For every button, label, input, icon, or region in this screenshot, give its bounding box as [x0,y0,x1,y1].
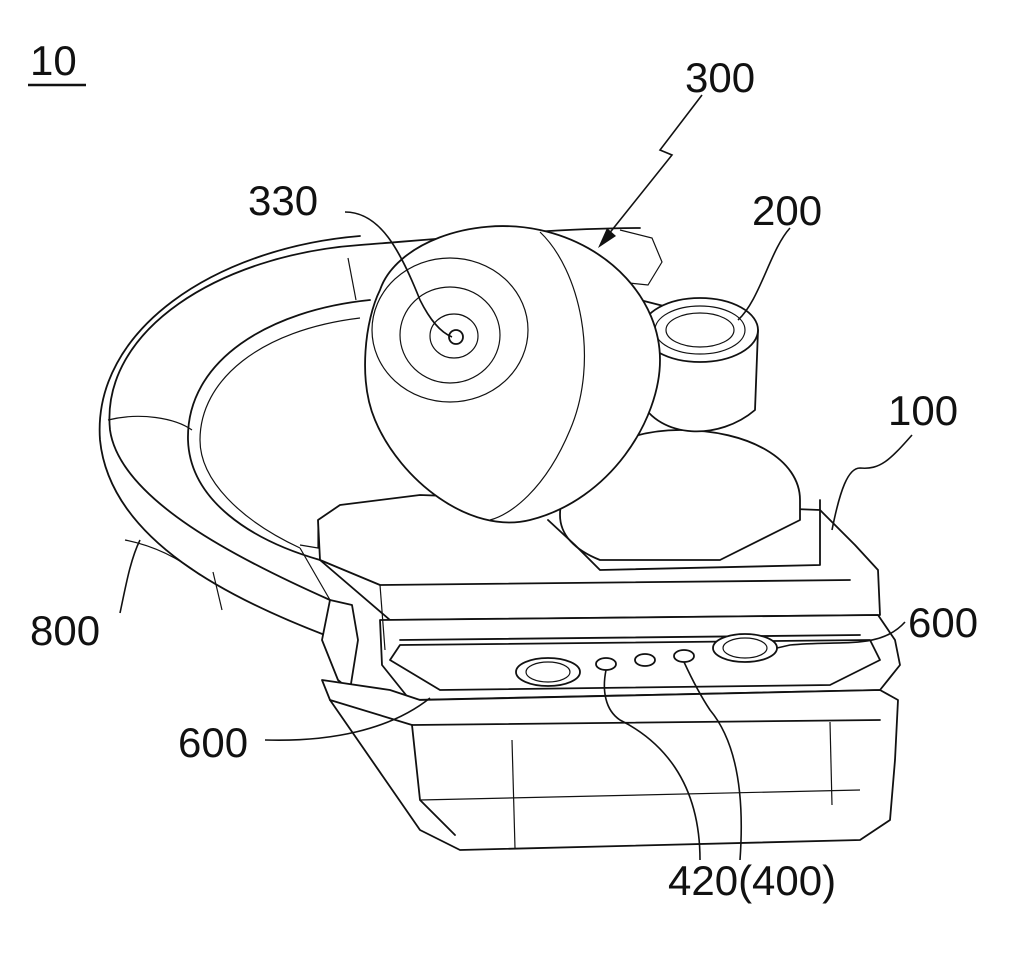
label-300: 300 [685,54,755,101]
label-200: 200 [752,187,822,234]
indicator-led-1 [595,657,617,671]
indicator-led-2 [634,653,656,667]
label-330: 330 [248,177,318,224]
label-600-right: 600 [908,599,978,646]
label-100: 100 [888,387,958,434]
label-600-left: 600 [178,719,248,766]
leader-lines [119,94,913,861]
label-420-400: 420(400) [668,857,836,904]
label-800: 800 [30,607,100,654]
arrowhead-300 [598,228,616,248]
indicator-led-3 [673,649,695,663]
control-panel [389,633,881,691]
ear-hook-800 [98,227,663,691]
ear-tip-300 [364,225,661,524]
figure-number: 10 [30,37,77,84]
